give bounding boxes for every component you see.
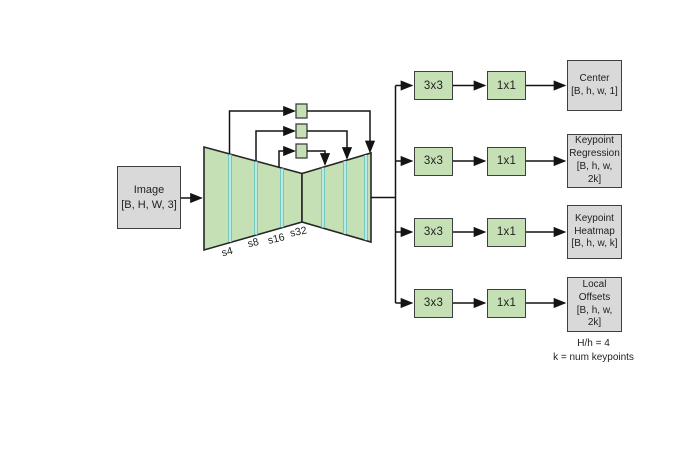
head4-output-line3: [B, h, w, 2k] [576,304,613,329]
head3-conv3x3-node: 3x3 [414,217,453,247]
footnote-annotation: H/h = 4 k = num keypoints [536,337,651,364]
head4-output-line2: Offsets [578,291,611,303]
head1-conv3x3-node: 3x3 [414,71,453,100]
input-image-node: Image [B, H, W, 3] [117,166,181,229]
head2-conv1x1-label: 1x1 [496,155,517,167]
head2-output-title: Keypoint [575,135,614,147]
stage-label-s8: s8 [246,236,260,251]
head2-conv1x1-node: 1x1 [487,146,526,176]
stage-dividers [228,154,368,242]
backbone-encoder-shape [203,145,303,252]
skip3-in-connector [278,145,296,168]
skip1-in-connector [228,105,296,154]
head3-output-node: Keypoint Heatmap [B, h, w, k] [567,205,622,259]
head2-output-line3: [B, h, w, 2k] [576,161,613,185]
input-image-shape: [B, H, W, 3] [121,198,177,211]
skip2-out-connector [307,130,353,160]
head1-conv1x1-node: 1x1 [487,71,526,100]
head3-output-line3: [B, h, w, k] [571,238,618,250]
stage-label-s4: s4 [220,245,234,260]
skip-node-s16 [295,143,308,159]
footnote-keypoints: k = num keypoints [553,351,634,363]
head1-conv3x3-label: 3x3 [423,79,444,92]
skip2-in-connector [255,125,296,161]
backbone-decoder-shape [301,151,372,244]
head3-conv1x1-node: 1x1 [487,217,526,247]
head1-conv1x1-label: 1x1 [496,79,517,92]
head4-conv3x3-label: 3x3 [423,297,444,309]
head3-conv3x3-label: 3x3 [423,226,444,238]
head4-output-node: Local Offsets [B, h, w, 2k] [567,277,622,332]
head1-output-line2: [B, h, w, 1] [571,85,618,97]
skip3-out-connector [307,150,331,166]
footnote-scale: H/h = 4 [577,338,610,349]
head2-conv3x3-label: 3x3 [423,155,444,167]
head2-output-node: Keypoint Regression [B, h, w, 2k] [567,134,622,188]
skip1-out-connector [307,110,376,154]
head2-conv3x3-node: 3x3 [414,146,453,176]
skip-node-s4 [295,103,308,119]
skip-nodes [295,103,308,159]
head2-output-line2: Regression [569,148,620,160]
head4-conv3x3-node: 3x3 [414,288,453,318]
connectors [181,80,567,309]
head3-output-line2: Heatmap [574,225,615,237]
head3-conv1x1-label: 1x1 [496,226,517,238]
input-image-label: Image [133,183,165,196]
head4-conv1x1-label: 1x1 [496,297,517,309]
skip-node-s8 [295,123,308,139]
head3-output-title: Keypoint [575,212,614,224]
head1-output-node: Center [B, h, w, 1] [567,60,622,111]
stage-label-s16: s16 [267,231,286,247]
head4-conv1x1-node: 1x1 [487,288,526,318]
head1-output-title: Center [579,72,610,84]
head4-output-title: Local [582,278,607,290]
stage-label-s32: s32 [289,224,308,239]
